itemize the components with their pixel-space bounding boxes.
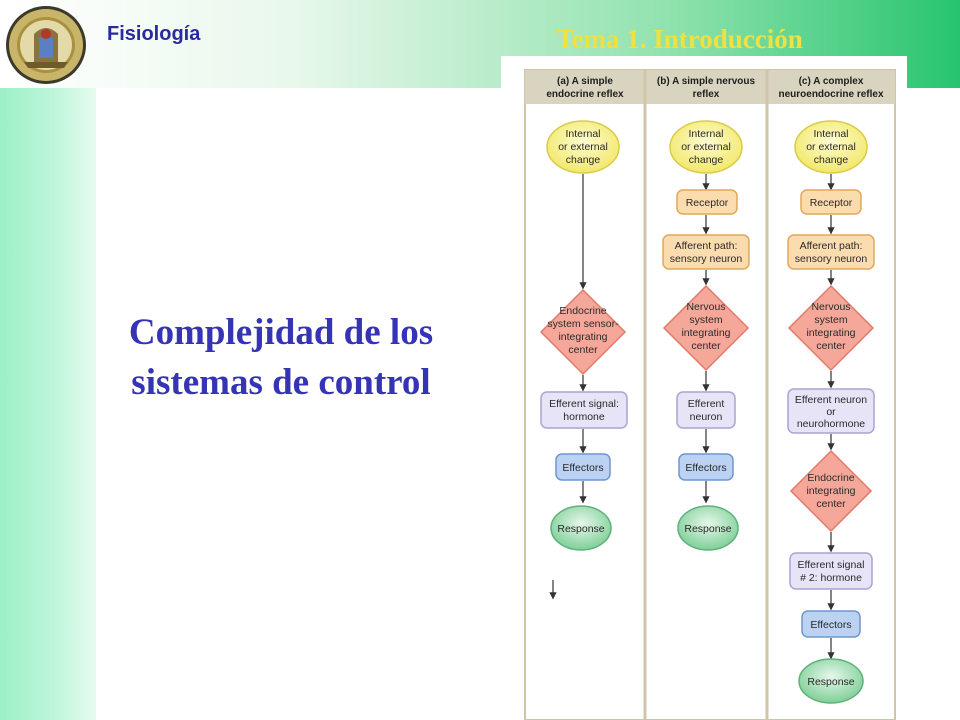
node-text: Effectors bbox=[685, 462, 726, 474]
node-text: center bbox=[816, 498, 846, 510]
slide-title-line1: Complejidad de los bbox=[128, 312, 434, 353]
column-c: Internal or external change Receptor Aff… bbox=[787, 120, 875, 704]
node-text: Efferent neuron bbox=[795, 394, 867, 406]
node-text: or external bbox=[681, 141, 731, 153]
column-c-title-1: (c) A complex bbox=[799, 76, 864, 87]
node-text: center bbox=[568, 344, 598, 356]
column-a: Internal or external change Endocrine sy… bbox=[539, 120, 628, 600]
response-node bbox=[677, 505, 739, 551]
node-text: Internal bbox=[813, 128, 848, 140]
integrating-center-node bbox=[539, 288, 627, 376]
node-text: Nervous bbox=[811, 301, 850, 313]
node-text: Nervous bbox=[686, 301, 725, 313]
node-text: Afferent path: bbox=[800, 240, 863, 252]
slide-title: Complejidad de los sistemas de control bbox=[96, 308, 466, 408]
node-text: system sensor- bbox=[547, 318, 619, 330]
response-node bbox=[798, 658, 864, 704]
node-text: Efferent signal: bbox=[549, 398, 619, 410]
node-text: Endocrine bbox=[807, 472, 854, 484]
node-text: integrating bbox=[558, 331, 607, 343]
integrating-center-node bbox=[787, 284, 875, 372]
reflex-diagram: (a) A simple endocrine reflex (b) A simp… bbox=[524, 69, 896, 720]
receptor-node bbox=[800, 189, 862, 215]
node-text: Internal bbox=[565, 128, 600, 140]
endocrine-integrating-node bbox=[789, 449, 873, 533]
stimulus-node bbox=[794, 120, 868, 174]
node-text: Response bbox=[557, 523, 604, 535]
node-text: integrating bbox=[806, 327, 855, 339]
node-text: integrating bbox=[806, 485, 855, 497]
effector-node bbox=[555, 453, 611, 481]
effector-node bbox=[678, 453, 734, 481]
column-header-a: (a) A simple endocrine reflex bbox=[546, 76, 624, 100]
integrating-center-node bbox=[662, 284, 750, 372]
node-text: Effectors bbox=[810, 619, 851, 631]
node-text: Response bbox=[684, 523, 731, 535]
effector-node bbox=[801, 610, 861, 638]
efferent-node bbox=[676, 391, 736, 429]
node-text: center bbox=[816, 340, 846, 352]
reflex-diagram-panel: (a) A simple endocrine reflex (b) A simp… bbox=[501, 56, 907, 720]
node-text: sensory neuron bbox=[795, 253, 868, 265]
node-text: change bbox=[689, 154, 724, 166]
app-title: Fisiología bbox=[107, 23, 201, 45]
university-seal-icon bbox=[6, 6, 86, 84]
node-text: neuron bbox=[690, 411, 723, 423]
node-text: Internal bbox=[688, 128, 723, 140]
column-b: Internal or external change Receptor Aff… bbox=[662, 120, 750, 551]
node-text: or external bbox=[558, 141, 608, 153]
stimulus-node bbox=[669, 120, 743, 174]
efferent-node bbox=[540, 391, 628, 429]
diagram-header-bar bbox=[525, 70, 895, 104]
node-text: # 2: hormone bbox=[800, 572, 862, 584]
stimulus-node bbox=[546, 120, 620, 174]
node-text: hormone bbox=[563, 411, 605, 423]
receptor-node bbox=[676, 189, 738, 215]
column-header-c: (c) A complex neuroendocrine reflex bbox=[778, 76, 883, 100]
column-header-b: (b) A simple nervous reflex bbox=[657, 76, 756, 100]
node-text: Receptor bbox=[686, 197, 729, 209]
node-text: Afferent path: bbox=[675, 240, 738, 252]
column-b-title-2: reflex bbox=[693, 89, 720, 100]
column-c-title-2: neuroendocrine reflex bbox=[778, 89, 883, 100]
afferent-node bbox=[662, 234, 750, 270]
topic-title: Tema 1. Introducción bbox=[556, 24, 803, 54]
node-text: Response bbox=[807, 676, 854, 688]
node-text: Effectors bbox=[562, 462, 603, 474]
efferent-signal-2-node bbox=[789, 552, 873, 590]
node-text: Receptor bbox=[810, 197, 853, 209]
side-band bbox=[0, 88, 96, 720]
node-text: Efferent bbox=[688, 398, 725, 410]
node-text: change bbox=[566, 154, 601, 166]
node-text: center bbox=[691, 340, 721, 352]
node-text: system bbox=[814, 314, 848, 326]
afferent-node bbox=[787, 234, 875, 270]
node-text: neurohormone bbox=[797, 418, 865, 430]
node-text: or bbox=[826, 406, 836, 418]
node-text: integrating bbox=[681, 327, 730, 339]
node-text: Endocrine bbox=[559, 305, 606, 317]
response-node bbox=[550, 505, 612, 551]
column-a-title-2: endocrine reflex bbox=[546, 89, 624, 100]
column-a-title-1: (a) A simple bbox=[557, 76, 613, 87]
column-b-title-1: (b) A simple nervous bbox=[657, 76, 756, 87]
efferent-node bbox=[787, 388, 875, 434]
node-text: sensory neuron bbox=[670, 253, 743, 265]
node-text: change bbox=[814, 154, 849, 166]
node-text: system bbox=[689, 314, 723, 326]
node-text: Efferent signal bbox=[798, 559, 865, 571]
node-text: or external bbox=[806, 141, 856, 153]
slide-title-line2: sistemas de control bbox=[131, 362, 431, 403]
